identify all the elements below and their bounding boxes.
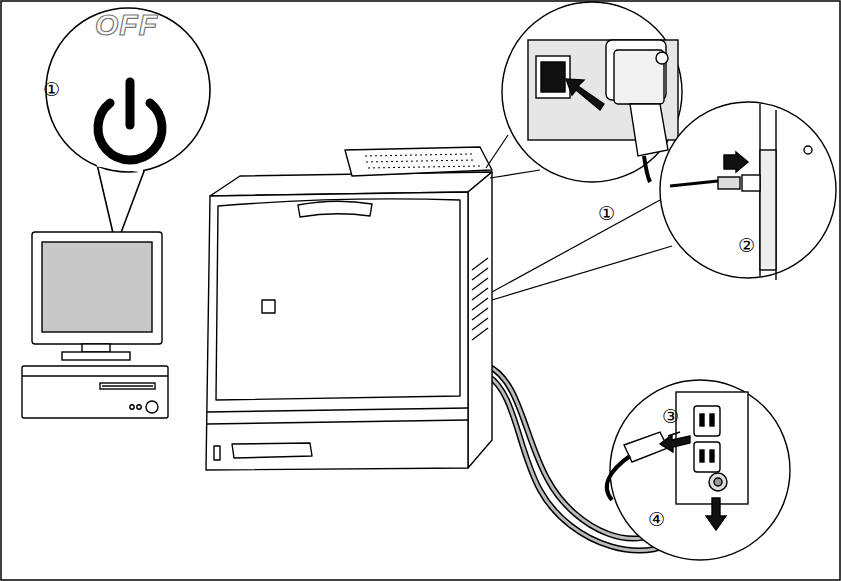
outlet-zoom-part bbox=[714, 478, 722, 486]
usb-zoom-part bbox=[718, 177, 740, 189]
outlet-zoom-part bbox=[668, 432, 680, 436]
computer-part bbox=[32, 232, 162, 344]
usb-zoom-part bbox=[660, 102, 836, 278]
off-bubble-part bbox=[126, 82, 135, 125]
outlet-zoom-part bbox=[710, 414, 714, 426]
off-bubble-part bbox=[97, 164, 143, 170]
switch-zoom-part bbox=[656, 52, 668, 64]
printer-part-part bbox=[368, 166, 480, 168]
switch-zoom-part bbox=[502, 2, 682, 182]
outlet-zoom-part bbox=[607, 456, 630, 500]
outlet-zoom-part bbox=[694, 442, 720, 472]
printer-part-part bbox=[366, 160, 476, 162]
usb-zoom bbox=[660, 102, 836, 280]
computer-part bbox=[102, 385, 153, 386]
power-cable-part bbox=[488, 366, 682, 539]
printer-part bbox=[232, 443, 312, 458]
printer-part bbox=[365, 154, 480, 168]
off-bubble-part bbox=[46, 8, 210, 172]
switch-zoom bbox=[502, 2, 682, 182]
printer-part-part bbox=[472, 258, 488, 270]
outlet-zoom-part bbox=[660, 435, 690, 452]
callout-number: ③ bbox=[662, 407, 679, 426]
outlet-zoom-part bbox=[676, 392, 748, 504]
computer-part bbox=[62, 352, 130, 360]
printer-part-part bbox=[472, 268, 488, 280]
computer-part bbox=[130, 405, 134, 409]
printer-part bbox=[345, 147, 492, 176]
zoom-leaders-part bbox=[490, 170, 540, 178]
zoom-leaders-part bbox=[492, 200, 660, 292]
outlet-zoom-part bbox=[700, 414, 704, 426]
outlet-zoom bbox=[607, 380, 790, 560]
printer-part-part bbox=[365, 154, 472, 156]
computer-part bbox=[100, 383, 155, 389]
printer-part bbox=[216, 199, 460, 400]
printer-part bbox=[214, 446, 220, 460]
printer-part-part bbox=[472, 308, 488, 320]
computer-part bbox=[42, 242, 152, 332]
outlet-zoom-part bbox=[710, 450, 714, 462]
usb-zoom-part bbox=[670, 181, 718, 186]
power-cable-part bbox=[488, 366, 682, 539]
off-bubble bbox=[46, 8, 210, 246]
outlet-zoom-part bbox=[694, 406, 720, 436]
outlet-zoom-part bbox=[700, 450, 704, 462]
computer-part bbox=[82, 344, 110, 352]
callout-number: ① bbox=[598, 204, 615, 223]
switch-zoom-part bbox=[566, 79, 604, 110]
computer-part bbox=[22, 375, 168, 376]
switch-zoom-part bbox=[536, 56, 570, 98]
computer-part bbox=[137, 405, 141, 409]
usb-zoom-part bbox=[760, 150, 776, 270]
outlet-zoom-part bbox=[610, 380, 790, 560]
printer-part bbox=[262, 300, 275, 313]
printer-part-part bbox=[472, 328, 488, 340]
printer-part-part bbox=[472, 278, 488, 290]
usb-zoom-part bbox=[804, 146, 812, 154]
switch-zoom-part bbox=[630, 104, 668, 156]
switch-zoom-part bbox=[541, 62, 565, 92]
printer-part bbox=[207, 408, 468, 412]
zoom-leaders-part bbox=[492, 246, 672, 300]
usb-zoom-part bbox=[724, 152, 748, 172]
outlet-zoom-part bbox=[709, 473, 727, 491]
zoom-leaders-part bbox=[486, 135, 508, 168]
printer-part bbox=[472, 258, 488, 340]
off-text: OFF bbox=[95, 10, 158, 40]
switch-zoom-part bbox=[644, 156, 650, 182]
callout-number: ④ bbox=[648, 510, 665, 529]
printer bbox=[206, 147, 492, 470]
usb-zoom-part bbox=[742, 175, 760, 191]
computer bbox=[22, 232, 168, 418]
printer-part-part bbox=[472, 318, 488, 330]
computer-part bbox=[146, 401, 158, 413]
outlet-zoom-part bbox=[706, 498, 726, 530]
printer-part bbox=[298, 201, 372, 217]
callout-number: ② bbox=[738, 236, 755, 255]
printer-part bbox=[206, 192, 468, 470]
printer-part bbox=[468, 172, 492, 468]
printer-part-part bbox=[472, 298, 488, 310]
callout-number: ① bbox=[43, 80, 60, 99]
computer-part bbox=[22, 366, 168, 418]
printer-part bbox=[207, 420, 468, 424]
printer-part-part bbox=[472, 288, 488, 300]
